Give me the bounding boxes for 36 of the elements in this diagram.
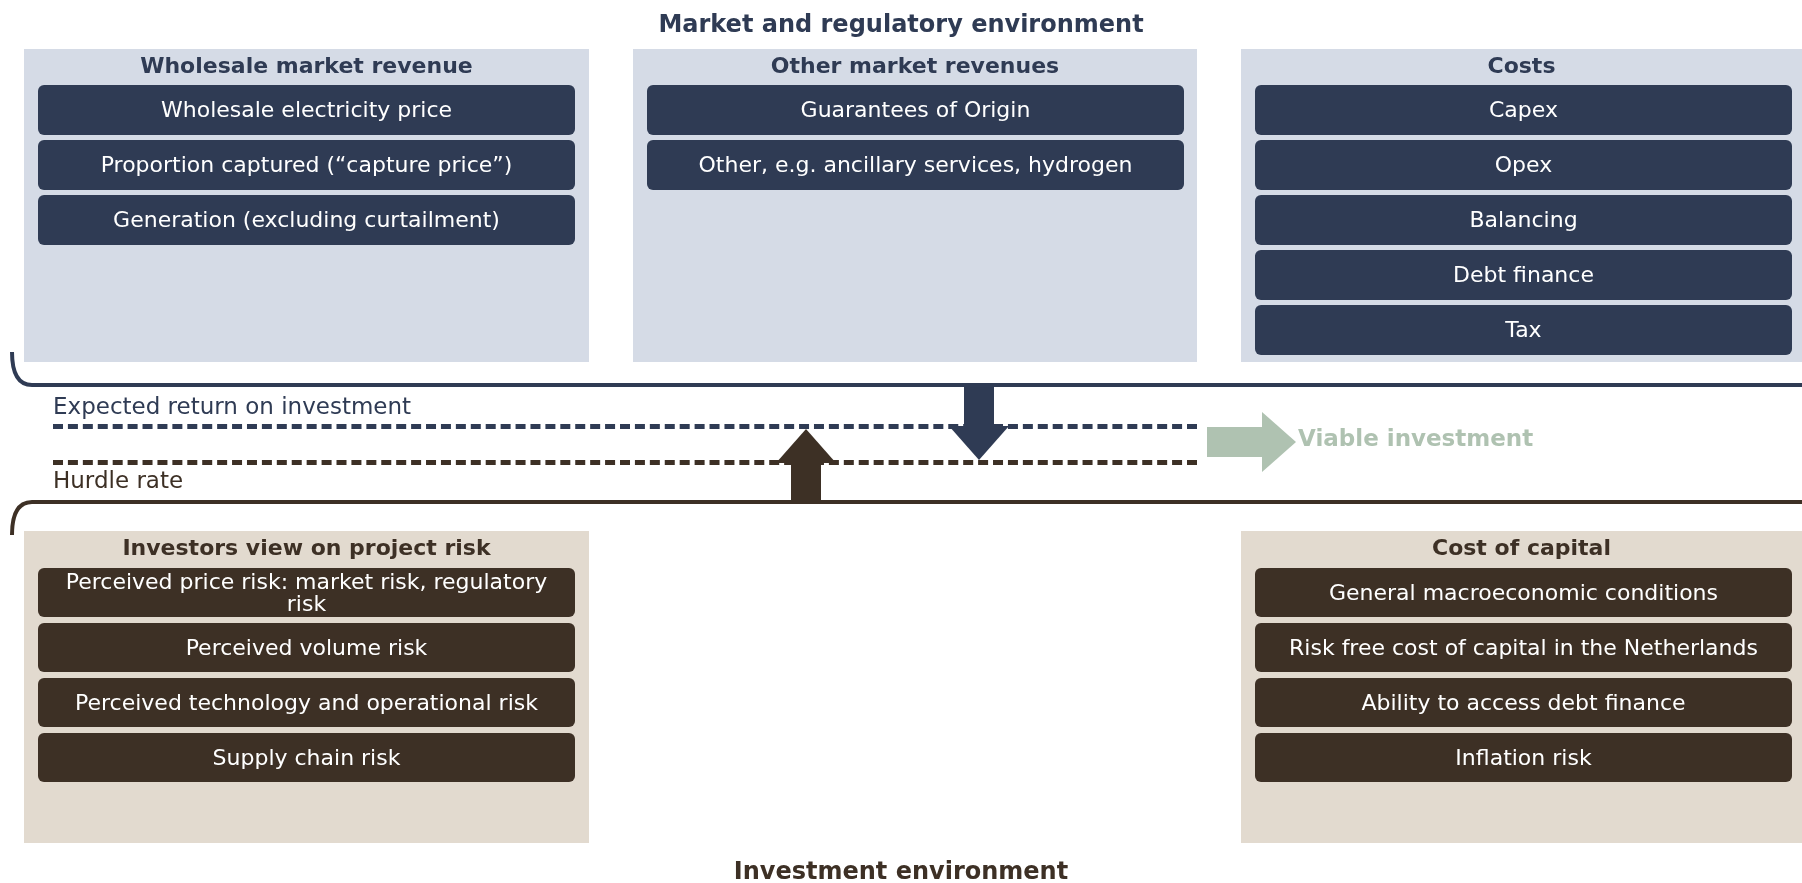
section-heading: Investment environment	[732, 857, 1070, 883]
factor-box: Perceived technology and operational risk	[38, 678, 575, 727]
block-arrow	[949, 387, 1009, 460]
line-label: Expected return on investment	[53, 393, 412, 419]
factor-box: Tax	[1255, 305, 1792, 355]
panel-title: Investors view on project risk	[121, 535, 492, 560]
factor-box: General macroeconomic conditions	[1255, 568, 1792, 617]
group-panel	[633, 49, 1197, 362]
factor-box: Other, e.g. ancillary services, hydrogen	[647, 140, 1184, 190]
panel-title: Wholesale market revenue	[139, 53, 474, 78]
group-panel	[1241, 49, 1802, 362]
factor-box: Capex	[1255, 85, 1792, 135]
section-heading: Market and regulatory environment	[657, 10, 1145, 38]
factor-box: Balancing	[1255, 195, 1792, 245]
group-panel	[24, 531, 589, 843]
factor-box: Opex	[1255, 140, 1792, 190]
factor-box: Proportion captured (“capture price”)	[38, 140, 575, 190]
panel-title: Costs	[1486, 53, 1557, 78]
factor-box: Wholesale electricity price	[38, 85, 575, 135]
factor-box: Risk free cost of capital in the Netherlands	[1255, 623, 1792, 672]
factor-box: Ability to access debt finance	[1255, 678, 1792, 727]
outcome-label: Viable investment	[1298, 425, 1534, 451]
factor-box: Perceived price risk: market risk, regulatory risk	[38, 568, 575, 617]
factor-box: Guarantees of Origin	[647, 85, 1184, 135]
panel-title: Other market revenues	[769, 53, 1061, 78]
factor-box: Perceived volume risk	[38, 623, 575, 672]
block-arrow	[1207, 412, 1296, 472]
group-panel	[1241, 531, 1802, 843]
group-panel	[24, 49, 589, 362]
block-arrow	[776, 429, 836, 501]
factor-box: Supply chain risk	[38, 733, 575, 782]
factor-box: Generation (excluding curtailment)	[38, 195, 575, 245]
panel-title: Cost of capital	[1431, 535, 1612, 560]
line-label: Hurdle rate	[53, 467, 184, 493]
factor-box: Debt finance	[1255, 250, 1792, 300]
factor-box: Inflation risk	[1255, 733, 1792, 782]
